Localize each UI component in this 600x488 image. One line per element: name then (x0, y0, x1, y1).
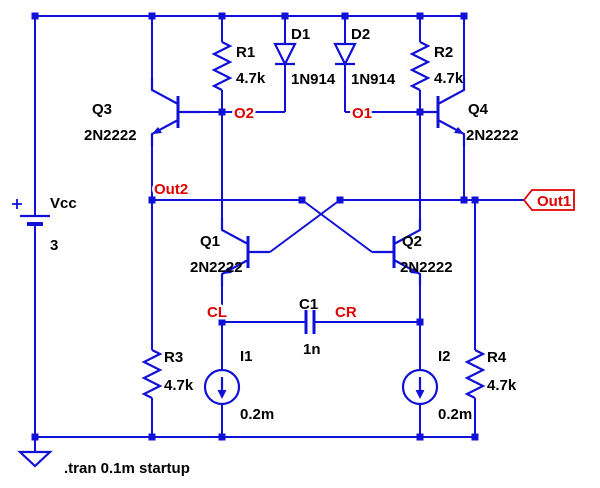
collector-lead (393, 218, 422, 245)
junction-dot (416, 433, 424, 441)
label-D1-value[interactable]: 1N914 (291, 71, 336, 88)
junction-dot (281, 12, 289, 20)
label-I2-value[interactable]: 0.2m (438, 406, 472, 423)
resistor-R3[interactable]: R3 4.7k (141, 349, 194, 399)
label-Vcc-value[interactable]: 3 (50, 237, 58, 254)
label-Q2-name[interactable]: Q2 (402, 233, 422, 250)
wires[interactable] (34, 15, 524, 452)
label-R2-name[interactable]: R2 (434, 44, 453, 61)
current-source-circle (203, 368, 241, 406)
label-D1-name[interactable]: D1 (291, 26, 310, 43)
resistor-R1[interactable]: R1 4.7k (211, 41, 266, 91)
junction-dot (460, 196, 468, 204)
junction-dot (31, 12, 39, 20)
voltage-source-Vcc[interactable]: Vcc 3 (12, 195, 77, 254)
current-source-I1[interactable]: I1 0.2m (203, 348, 274, 423)
collector-lead (150, 78, 179, 105)
resistor-body (464, 349, 486, 399)
junction-dot (148, 196, 156, 204)
emitter-arrow-icon (222, 267, 232, 274)
resistor-body (141, 349, 163, 399)
output-flag-Out1[interactable]: Out1 (522, 189, 575, 211)
current-arrow-icon (415, 390, 425, 399)
label-R4-name[interactable]: R4 (487, 349, 507, 366)
battery-plus-icon (12, 199, 22, 209)
current-source-circle (401, 368, 439, 406)
emitter-arrow-icon (410, 267, 420, 274)
diode-triangle (333, 42, 357, 67)
junction-dot (416, 12, 424, 20)
emitter-arrow-icon (454, 127, 464, 134)
label-Vcc-name[interactable]: Vcc (50, 195, 77, 212)
net-label-O2[interactable]: O2 (232, 103, 257, 125)
junction-dot (218, 318, 226, 326)
label-R3-name[interactable]: R3 (164, 349, 183, 366)
current-source-I2[interactable]: I2 0.2m (401, 348, 472, 423)
collector-lead (437, 78, 466, 105)
junction-dot (460, 12, 468, 20)
label-I1-value[interactable]: 0.2m (240, 406, 274, 423)
current-arrow-icon (217, 390, 227, 399)
label-R4-value[interactable]: 4.7k (487, 377, 517, 394)
net-label-CR[interactable]: CR (333, 302, 360, 324)
diode-D1[interactable]: D1 1N914 (273, 26, 336, 88)
diode-D2[interactable]: D2 1N914 (333, 26, 396, 88)
resistor-body (409, 41, 431, 91)
net-label-CL[interactable]: CL (205, 302, 230, 324)
junction-dot (218, 108, 226, 116)
junction-dot (341, 12, 349, 20)
resistor-R2[interactable]: R2 4.7k (409, 41, 464, 91)
junction-dot (471, 196, 479, 204)
label-R2-value[interactable]: 4.7k (434, 70, 464, 87)
collector-lead (220, 218, 249, 245)
diode-triangle (273, 42, 297, 67)
label-D2-name[interactable]: D2 (351, 26, 370, 43)
ground-symbol[interactable] (17, 450, 53, 468)
npn-transistor-Q4[interactable]: Q4 2N2222 (416, 78, 519, 146)
label-Q3-name[interactable]: Q3 (92, 101, 112, 118)
label-Q4-value[interactable]: 2N2222 (466, 127, 519, 144)
junction-dots (31, 12, 479, 441)
label-Q1-value[interactable]: 2N2222 (190, 259, 243, 276)
label-R1-name[interactable]: R1 (236, 44, 255, 61)
npn-transistor-Q1[interactable]: Q1 2N2222 (190, 218, 270, 286)
label-R3-value[interactable]: 4.7k (164, 377, 194, 394)
net-label-Out1[interactable]: Out1 (537, 193, 571, 210)
label-Q2-value[interactable]: 2N2222 (400, 259, 453, 276)
resistor-body (211, 41, 233, 91)
resistor-R4[interactable]: R4 4.7k (464, 349, 517, 399)
label-Q4-name[interactable]: Q4 (468, 101, 489, 118)
junction-dot (218, 12, 226, 20)
npn-transistor-Q3[interactable]: Q3 2N2222 (84, 78, 200, 146)
junction-dot (336, 196, 344, 204)
label-C1-name[interactable]: C1 (299, 296, 318, 313)
capacitor-C1[interactable]: C1 1n (299, 296, 321, 358)
label-Q1-name[interactable]: Q1 (200, 233, 220, 250)
junction-dot (31, 433, 39, 441)
junction-dot (218, 433, 226, 441)
spice-directive[interactable]: .tran 0.1m startup (64, 460, 190, 477)
label-I2-name[interactable]: I2 (438, 348, 451, 365)
label-D2-value[interactable]: 1N914 (351, 71, 396, 88)
label-I1-name[interactable]: I1 (240, 348, 253, 365)
junction-dot (471, 433, 479, 441)
junction-dot (416, 318, 424, 326)
emitter-arrow-icon (152, 127, 162, 134)
wire[interactable] (34, 15, 524, 452)
junction-dot (148, 433, 156, 441)
output-flag-outline (522, 189, 575, 211)
junction-dot (148, 12, 156, 20)
net-label-O1[interactable]: O1 (350, 103, 375, 125)
npn-transistor-Q2[interactable]: Q2 2N2222 (372, 218, 453, 286)
label-C1-value[interactable]: 1n (303, 341, 321, 358)
junction-dot (298, 196, 306, 204)
label-Q3-value[interactable]: 2N2222 (84, 127, 137, 144)
label-R1-value[interactable]: 4.7k (236, 70, 266, 87)
net-label-Out2[interactable]: Out2 (152, 179, 191, 201)
ground-triangle-icon (17, 450, 53, 468)
